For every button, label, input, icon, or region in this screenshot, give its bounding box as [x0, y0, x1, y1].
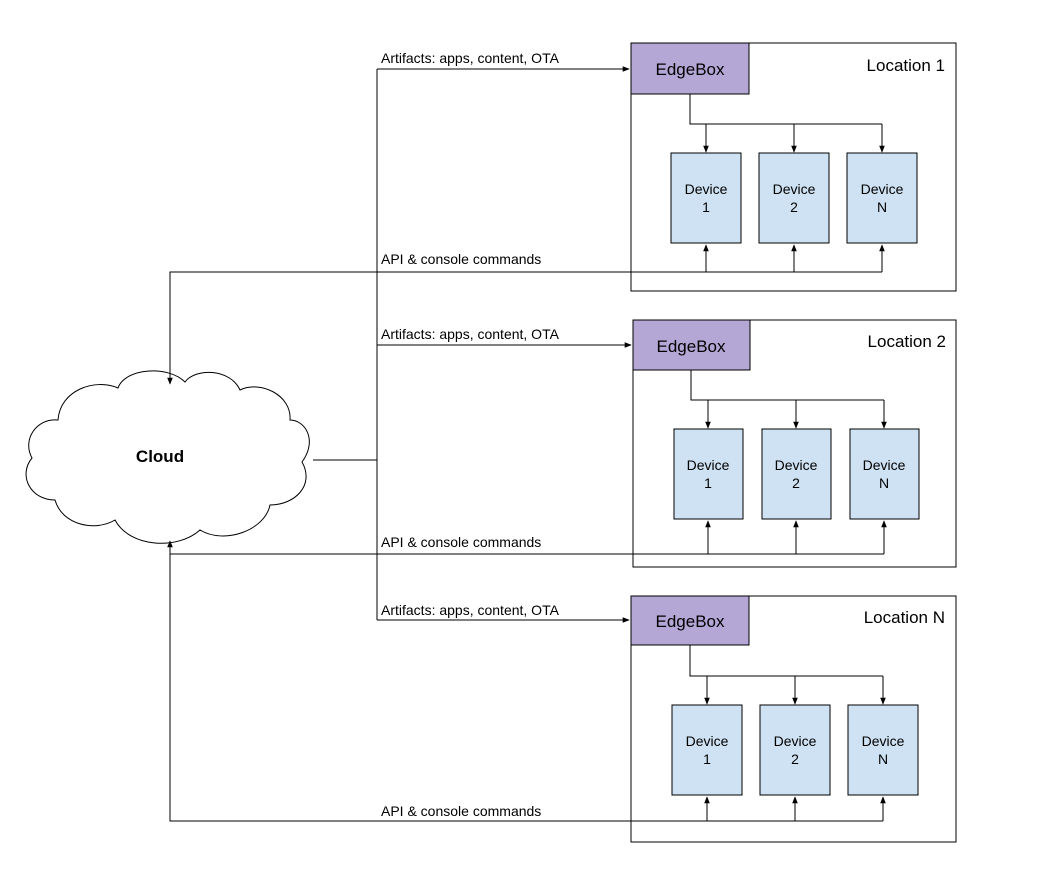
artifact-links: Artifacts: apps, content, OTA Artifacts:…	[313, 50, 632, 623]
location-n-device-2	[759, 704, 831, 796]
location-1-device-1-number: 1	[702, 199, 710, 215]
location-n-device-2-number: 2	[791, 751, 799, 767]
location-2-title: Location 2	[868, 332, 946, 351]
location-n-edgebox-bus	[689, 645, 883, 677]
location-n-group: Location N EdgeBox Device 1 Device 2 Dev…	[630, 595, 957, 843]
location-2-device-n-number: N	[879, 475, 889, 491]
location-1-device-1	[670, 152, 742, 244]
location-1-device-n-number: N	[877, 199, 887, 215]
api-line-location-n	[167, 540, 883, 822]
location-1-device-n-label: Device	[861, 181, 904, 197]
cloud-label: Cloud	[136, 447, 184, 466]
location-2-device-2	[761, 428, 832, 520]
location-1-device-2-number: 2	[790, 199, 798, 215]
api-label-location-1: API & console commands	[381, 251, 541, 267]
artifact-label-location-2: Artifacts: apps, content, OTA	[381, 326, 560, 342]
api-label-location-n: API & console commands	[381, 803, 541, 819]
location-n-device-n	[847, 704, 919, 796]
location-2-device-1-label: Device	[687, 457, 730, 473]
api-line-location-1	[167, 271, 882, 385]
location-2-device-2-label: Device	[775, 457, 818, 473]
location-1-device-n	[846, 152, 918, 244]
cloud-group: Cloud	[25, 370, 310, 544]
location-2-device-1	[673, 428, 744, 520]
location-2-edgebox	[632, 319, 751, 371]
api-label-location-2: API & console commands	[381, 534, 541, 550]
location-1-device-2-label: Device	[773, 181, 816, 197]
location-n-edgebox-label: EdgeBox	[656, 612, 725, 631]
location-1-edgebox-label: EdgeBox	[656, 60, 725, 79]
location-1-edgebox-bus	[689, 94, 882, 125]
artifact-label-location-n: Artifacts: apps, content, OTA	[381, 602, 560, 618]
location-n-device-1-label: Device	[686, 733, 729, 749]
api-links: API & console commands API & console com…	[167, 251, 884, 822]
location-2-device-n-label: Device	[863, 457, 906, 473]
location-2-edgebox-bus	[690, 370, 884, 401]
location-2-device-1-number: 1	[704, 475, 712, 491]
artifact-label-location-1: Artifacts: apps, content, OTA	[381, 50, 560, 66]
location-1-device-2	[758, 152, 830, 244]
location-1-device-1-label: Device	[685, 181, 728, 197]
location-n-device-n-number: N	[878, 751, 888, 767]
location-n-edgebox	[630, 595, 750, 646]
cloud-shape	[25, 370, 310, 544]
location-n-device-n-label: Device	[862, 733, 905, 749]
location-2-device-2-number: 2	[792, 475, 800, 491]
location-1-title: Location 1	[867, 56, 945, 75]
location-2-edgebox-label: EdgeBox	[657, 337, 726, 356]
location-2-device-n	[849, 428, 920, 520]
location-n-device-2-label: Device	[774, 733, 817, 749]
location-1-edgebox	[630, 42, 750, 95]
location-2-group: Location 2 EdgeBox Device 1 Device 2 Dev…	[632, 319, 957, 568]
location-1-group: Location 1 EdgeBox Device 1 Device 2 Dev…	[630, 42, 957, 292]
location-n-title: Location N	[864, 608, 945, 627]
location-n-device-1	[671, 704, 743, 796]
location-n-device-1-number: 1	[703, 751, 711, 767]
